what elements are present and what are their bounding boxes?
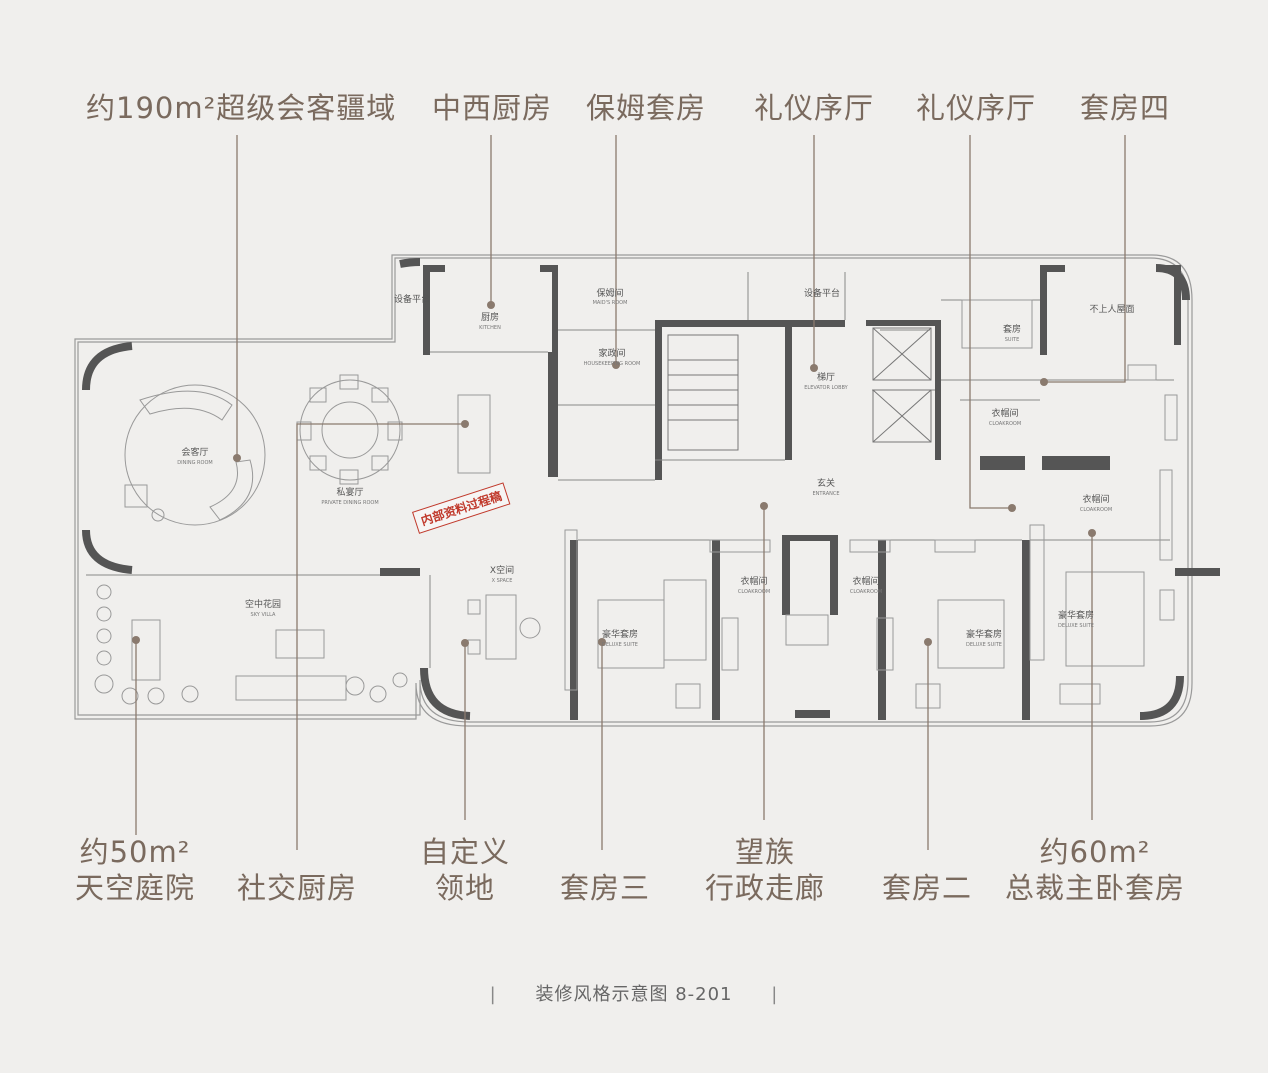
room-label: 厨房	[481, 311, 499, 323]
suite-furniture	[597, 299, 1175, 709]
callout-bottom-suite-2: 套房二	[862, 834, 992, 906]
leader-dots	[132, 301, 1096, 647]
room-label-en: DELUXE SUITE	[1058, 623, 1094, 629]
callout-bottom-social-kitchen: 社交厨房	[232, 834, 362, 906]
callout-top-lobby-2: 礼仪序厅	[916, 91, 1037, 125]
caption-text: 装修风格示意图 8-201	[535, 984, 733, 1005]
room-label: 保姆间	[596, 287, 623, 299]
callout-line1: 自定义	[419, 835, 510, 869]
room-label-en: MAID'S ROOM	[593, 300, 628, 306]
room-label-en: SUITE	[1005, 337, 1020, 343]
callout-line1: 约50m²	[79, 835, 191, 869]
caption-divider-right: |	[771, 984, 779, 1005]
room-label: 家政间	[598, 347, 625, 359]
room-label-en: DINING ROOM	[177, 460, 212, 466]
callout-line2: 套房二	[881, 871, 972, 905]
callout-top-kitchen: 中西厨房	[432, 91, 553, 125]
callout-bottom-corridor: 望族 行政走廊	[695, 834, 835, 906]
room-label-en: CLOAKROOM	[738, 589, 770, 595]
room-label-en: PRIVATE DINING ROOM	[321, 500, 378, 506]
room-label-en: SKY VILLA	[251, 612, 276, 618]
room-label-en: DELUXE SUITE	[966, 642, 1002, 648]
room-label: 梯厅	[817, 371, 835, 383]
curved-walls	[82, 258, 1190, 720]
callout-line2: 套房三	[559, 871, 650, 905]
room-label: 衣帽间	[991, 407, 1018, 419]
walls	[380, 265, 1220, 720]
room-label: 豪华套房	[1058, 609, 1094, 621]
room-label: 玄关	[817, 477, 835, 489]
room-label: 不上人屋面	[1089, 304, 1134, 315]
callout-bottom-custom-space: 自定义 领地	[400, 834, 530, 906]
room-label: 会客厅	[181, 446, 208, 458]
callout-top-suite-4: 套房四	[1080, 91, 1171, 125]
room-label: 空中花园	[245, 598, 281, 610]
room-label-en: ENTRANCE	[812, 491, 839, 497]
callout-top-reception: 约190m²超级会客疆域	[86, 91, 397, 125]
callout-bottom-suite-3: 套房三	[540, 834, 670, 906]
room-labels: 设备平台 厨房 KITCHEN 保姆间 MAID'S ROOM 家政间 HOUS…	[177, 287, 1134, 648]
garden-plants	[94, 584, 541, 705]
room-label: 衣帽间	[852, 575, 879, 587]
caption-divider-left: |	[489, 984, 497, 1005]
wardrobes	[564, 394, 1178, 691]
room-label: 私宴厅	[336, 486, 363, 498]
elevator-shafts	[667, 327, 932, 451]
room-label: X空间	[490, 564, 514, 576]
room-label-en: DELUXE SUITE	[602, 642, 638, 648]
callout-bottom-master-suite: 约60m² 总裁主卧套房	[1000, 834, 1190, 906]
room-label: 豪华套房	[966, 628, 1002, 640]
room-label-en: X SPACE	[492, 578, 513, 584]
room-label-en: KITCHEN	[479, 325, 501, 331]
room-label-en: ELEVATOR LOBBY	[804, 385, 848, 391]
room-label-en: CLOAKROOM	[850, 589, 882, 595]
callout-line2: 天空庭院	[74, 871, 195, 905]
leader-lines	[135, 135, 1126, 850]
plan-caption: | 装修风格示意图 8-201 |	[0, 980, 1268, 1006]
room-label: 衣帽间	[740, 575, 767, 587]
room-label-en: CLOAKROOM	[989, 421, 1021, 427]
callout-line2: 行政走廊	[704, 871, 825, 905]
callout-line2: 社交厨房	[236, 871, 357, 905]
callout-line2: 领地	[434, 871, 495, 905]
callout-line2: 总裁主卧套房	[1004, 871, 1185, 905]
reception-furniture	[124, 374, 491, 526]
room-label-en: CLOAKROOM	[1080, 507, 1112, 513]
room-label: 套房	[1003, 323, 1021, 335]
room-label: 衣帽间	[1082, 493, 1109, 505]
room-label: 设备平台	[394, 293, 430, 305]
callout-top-lobby-1: 礼仪序厅	[754, 91, 875, 125]
room-label: 豪华套房	[602, 628, 638, 640]
room-label-en: HOUSEKEEPING ROOM	[584, 361, 641, 367]
callout-line1: 望族	[734, 835, 795, 869]
callout-bottom-sky-court: 约50m² 天空庭院	[70, 834, 200, 906]
callout-top-maid-suite: 保姆套房	[586, 91, 707, 125]
callout-line1: 约60m²	[1039, 835, 1151, 869]
room-label: 设备平台	[804, 287, 840, 299]
